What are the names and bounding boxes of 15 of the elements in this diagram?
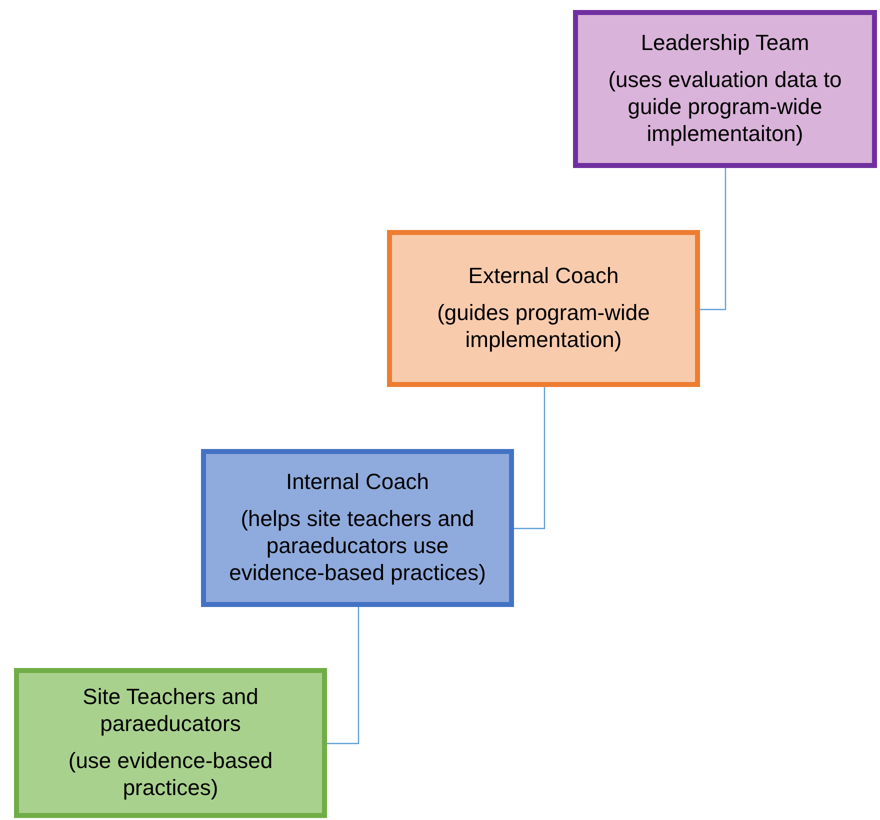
role-title: Leadership Team	[640, 30, 810, 58]
role-description: (guides program-wide implementation)	[436, 300, 651, 354]
role-description: (use evidence-based practices)	[67, 748, 274, 802]
role-box	[14, 668, 327, 818]
connector-line	[514, 387, 546, 530]
role-box	[573, 10, 877, 168]
role-title: Internal Coach	[286, 469, 430, 496]
role-box	[387, 230, 700, 387]
role-title: External Coach	[468, 263, 619, 290]
connector-line	[327, 607, 360, 744]
role-description: (helps site teachers and paraeducators use evidence-based practices)	[228, 506, 487, 587]
connector-line	[700, 168, 726, 310]
role-box	[201, 449, 514, 607]
role-description: (uses evaluation data to guide program-wide implementaiton)	[607, 67, 843, 148]
role-title: Site Teachers and paraeducators	[82, 684, 260, 738]
